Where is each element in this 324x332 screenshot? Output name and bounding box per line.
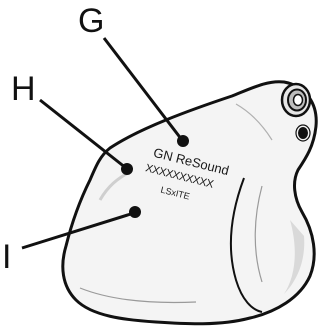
- faceplate: [280, 82, 312, 142]
- callout-g: G: [78, 2, 189, 147]
- callout-i: I: [2, 206, 141, 276]
- callout-h: H: [11, 70, 133, 175]
- callout-h-letter: H: [11, 70, 36, 108]
- shell-contour-top: [235, 103, 273, 141]
- callout-h-dot: [121, 163, 133, 175]
- vent-opening-rim: [295, 124, 311, 142]
- callout-i-dot: [129, 206, 141, 218]
- microphone-port-inner: [292, 93, 304, 107]
- callout-g-leader: [102, 37, 184, 141]
- callout-g-letter: G: [78, 2, 104, 40]
- shell-contour-lower: [79, 287, 197, 304]
- shell-contour-ridge: [229, 177, 263, 313]
- shell-contour-ridge-2: [254, 185, 263, 283]
- shell-shadow-right: [284, 220, 305, 294]
- hearing-aid-shell: [61, 80, 318, 326]
- callout-h-leader: [39, 98, 127, 170]
- shell-body: [61, 80, 318, 326]
- callout-i-leader: [21, 211, 135, 250]
- callout-g-dot: [177, 135, 189, 147]
- vent-opening: [298, 127, 308, 139]
- callout-i-letter: I: [2, 238, 11, 276]
